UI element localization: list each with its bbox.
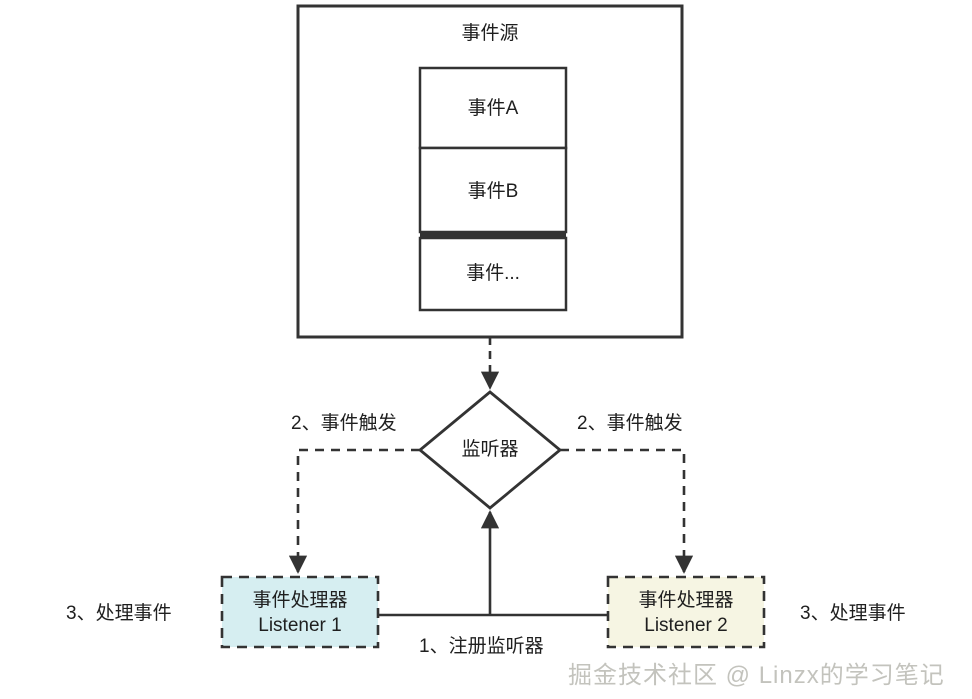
edge-label-register: 1、注册监听器: [419, 636, 544, 657]
handler-box-listener-2: [606, 575, 766, 649]
edge-label-handle-right: 3、处理事件: [800, 603, 906, 624]
edge-trigger-right: [560, 448, 694, 574]
watermark-text: 掘金技术社区 @ Linzx的学习笔记: [568, 662, 945, 689]
edge-label-handle-left: 3、处理事件: [66, 603, 172, 624]
listener-diamond: [417, 390, 563, 510]
event-box-more: [418, 236, 568, 312]
event-box-a: [418, 66, 568, 150]
edge-label-trigger-left: 2、事件触发: [291, 413, 397, 434]
event-box-b: [418, 146, 568, 234]
edge-trigger-left: [288, 448, 420, 574]
handler-box-listener-1: [220, 575, 380, 649]
edge-label-trigger-right: 2、事件触发: [577, 413, 683, 434]
